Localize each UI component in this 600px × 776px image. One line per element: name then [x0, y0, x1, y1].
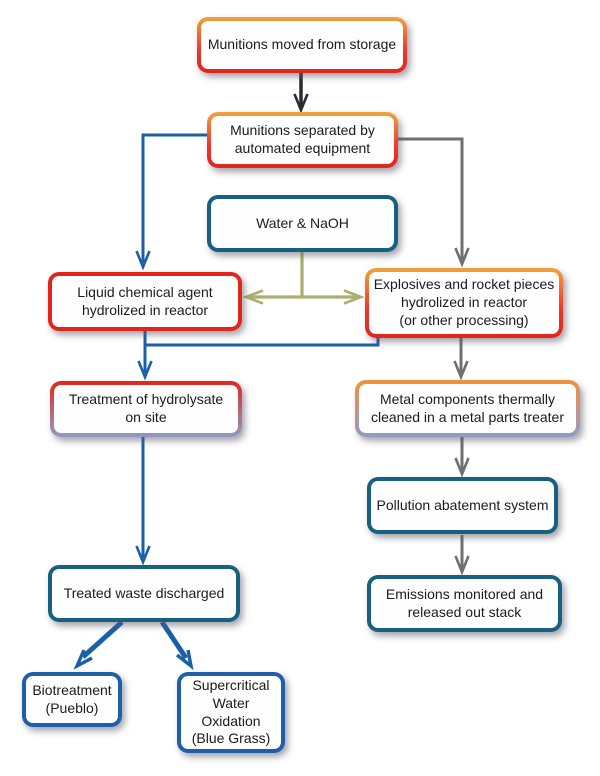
- node-liquid-agent-label: Liquid chemical agent hydrolized in reac…: [77, 283, 213, 318]
- arrow-pollution-to-emissions: [454, 535, 470, 576]
- arrow-treated-to-biotreatment: [73, 620, 124, 670]
- node-water-naoh: Water & NaOH: [207, 195, 398, 252]
- node-scwo-label: Supercritical Water Oxidation (Blue Gras…: [191, 676, 271, 747]
- node-liquid-agent-body: Liquid chemical agent hydrolized in reac…: [52, 276, 238, 327]
- arrow-separated-to-liquid: [135, 133, 207, 271]
- node-biotreatment-label: Biotreatment (Pueblo): [32, 681, 112, 716]
- arrow-separated-to-explosives: [398, 137, 470, 268]
- node-treated-waste: Treated waste discharged: [48, 565, 240, 622]
- arrow-storage-to-separated: [293, 73, 309, 114]
- node-munitions-storage-label: Munitions moved from storage: [207, 36, 397, 53]
- node-treated-waste-label: Treated waste discharged: [63, 584, 225, 601]
- node-explosives-rocket-body: Explosives and rocket pieces hydrolized …: [369, 272, 559, 334]
- arrow-metal-to-pollution: [454, 437, 470, 478]
- node-emissions-monitored: Emissions monitored and released out sta…: [367, 575, 562, 632]
- node-emissions-monitored-body: Emissions monitored and released out sta…: [371, 579, 558, 628]
- node-biotreatment: Biotreatment (Pueblo): [22, 672, 122, 727]
- node-treatment-hydrolysate-body: Treatment of hydrolysate on site: [54, 385, 238, 433]
- node-scwo-body: Supercritical Water Oxidation (Blue Gras…: [181, 676, 281, 749]
- node-pollution-abatement: Pollution abatement system: [367, 477, 558, 534]
- arrow-liquid-to-treatment: [137, 331, 380, 381]
- node-metal-components-body: Metal components thermally cleaned in a …: [359, 384, 576, 433]
- arrow-explosives-to-metal: [453, 338, 469, 381]
- node-emissions-monitored-label: Emissions monitored and released out sta…: [385, 585, 544, 620]
- node-pollution-abatement-label: Pollution abatement system: [376, 496, 549, 513]
- node-explosives-rocket-label: Explosives and rocket pieces hydrolized …: [373, 276, 555, 328]
- node-biotreatment-body: Biotreatment (Pueblo): [26, 676, 118, 723]
- node-water-naoh-body: Water & NaOH: [211, 199, 394, 248]
- node-munitions-storage: Munitions moved from storage: [197, 17, 407, 73]
- node-explosives-rocket: Explosives and rocket pieces hydrolized …: [365, 268, 563, 338]
- node-treated-waste-body: Treated waste discharged: [52, 569, 236, 618]
- node-munitions-storage-body: Munitions moved from storage: [201, 21, 403, 69]
- node-liquid-agent: Liquid chemical agent hydrolized in reac…: [48, 272, 242, 331]
- node-treatment-hydrolysate-label: Treatment of hydrolysate on site: [68, 391, 224, 425]
- node-metal-components-label: Metal components thermally cleaned in a …: [371, 390, 564, 425]
- node-scwo: Supercritical Water Oxidation (Blue Gras…: [177, 672, 285, 753]
- node-treatment-hydrolysate: Treatment of hydrolysate on site: [50, 381, 242, 437]
- node-water-naoh-label: Water & NaOH: [256, 214, 349, 231]
- arrow-water-to-reactors: [242, 252, 365, 305]
- arrow-treated-to-scwo: [159, 620, 194, 671]
- node-munitions-separated-label: Munitions separated by automated equipme…: [230, 122, 375, 156]
- arrow-treatment-to-treated: [135, 437, 151, 566]
- node-pollution-abatement-body: Pollution abatement system: [371, 481, 554, 530]
- node-metal-components: Metal components thermally cleaned in a …: [355, 380, 580, 437]
- node-munitions-separated-body: Munitions separated by automated equipme…: [211, 116, 394, 164]
- node-munitions-separated: Munitions separated by automated equipme…: [207, 112, 398, 168]
